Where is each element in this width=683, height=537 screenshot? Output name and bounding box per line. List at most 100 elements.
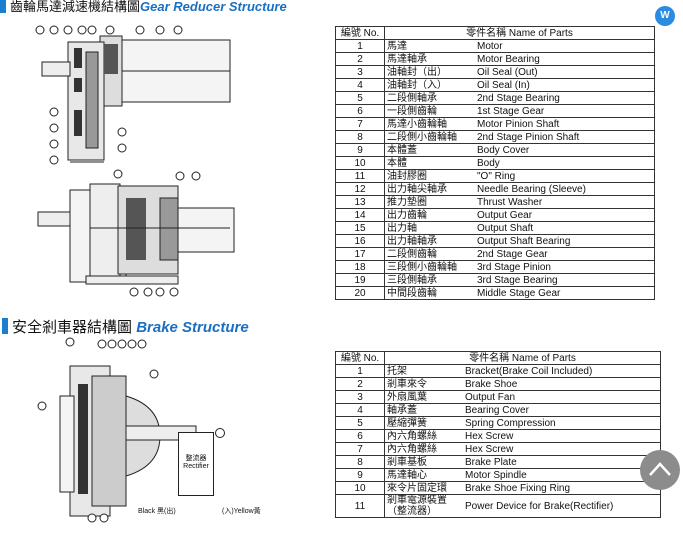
part-number: 12 [335, 182, 385, 196]
part-name-zh: 壓縮彈簧 [384, 416, 463, 430]
part-name-zh: 來令片固定環 [384, 481, 463, 495]
part-number: 18 [335, 260, 385, 274]
gear-title-en: Gear Reducer Structure [140, 0, 287, 14]
gear-diagram-side-svg [37, 169, 235, 297]
part-name-en: Spring Compression [463, 416, 661, 430]
part-name-zh: 二段側小齒輪軸 [384, 130, 475, 144]
part-name-zh: 軸承蓋 [384, 403, 463, 417]
part-name-zh: 出力齒輪 [384, 208, 475, 222]
gear-reducer-diagram-top [30, 22, 265, 172]
part-name-zh: 推力墊圈 [384, 195, 475, 209]
part-name-zh: 油軸封（出） [384, 65, 475, 79]
brake-diagram-svg [37, 337, 197, 523]
part-number: 5 [335, 416, 385, 430]
part-number: 4 [335, 78, 385, 92]
brake-title-zh: 安全剎車器結構圖 [12, 319, 133, 336]
document-icon[interactable]: W [655, 6, 675, 26]
wire-yellow-label: (入)Yellow黃 [222, 508, 261, 515]
part-number: 4 [335, 403, 385, 417]
part-name-zh: 馬達軸承 [384, 52, 475, 66]
part-number: 5 [335, 91, 385, 105]
part-name-en: Bearing Cover [463, 403, 661, 417]
scroll-to-top-button[interactable] [640, 450, 680, 490]
part-name-en: Power Device for Brake(Rectifier) [463, 494, 661, 518]
part-number: 17 [335, 247, 385, 261]
part-number: 1 [335, 364, 385, 378]
part-name-en: Motor Pinion Shaft [475, 117, 655, 131]
part-number: 3 [335, 65, 385, 79]
part-name-zh: 剎車基板 [384, 455, 463, 469]
part-name-en: Oil Seal (Out) [475, 65, 655, 79]
part-name-en: Motor Bearing [475, 52, 655, 66]
part-name-zh: 二段側軸承 [384, 91, 475, 105]
part-number: 6 [335, 429, 385, 443]
part-number: 15 [335, 221, 385, 235]
part-name-en: Hex Screw [463, 429, 661, 443]
part-number: 13 [335, 195, 385, 209]
part-name-en: Output Gear [475, 208, 655, 222]
part-name-en: Motor [475, 39, 655, 53]
part-name-en: Middle Stage Gear [475, 286, 655, 300]
part-number: 10 [335, 156, 385, 170]
part-name-en: Body Cover [475, 143, 655, 157]
part-name-zh: 本體 [384, 156, 475, 170]
part-name-en: Output Shaft Bearing [475, 234, 655, 248]
wire-black-label: Black 黑(出) [138, 508, 176, 515]
part-number: 6 [335, 104, 385, 118]
part-number: 19 [335, 273, 385, 287]
part-number: 20 [335, 286, 385, 300]
part-name-en: Brake Shoe [463, 377, 661, 391]
part-name-en: Brake Plate [463, 455, 661, 469]
header-no: 編號 No. [335, 26, 385, 40]
part-name-en: Output Shaft [475, 221, 655, 235]
part-name-zh: 中間段齒輪 [384, 286, 475, 300]
part-name-zh: 三段側軸承 [384, 273, 475, 287]
part-number: 9 [335, 468, 385, 482]
part-number: 2 [335, 52, 385, 66]
part-number: 16 [335, 234, 385, 248]
part-name-en: Needle Bearing (Sleeve) [475, 182, 655, 196]
gear-title-zh: 齒輪馬達減速機結構圖 [10, 0, 141, 14]
brake-title-en: Brake Structure [136, 319, 249, 336]
part-name-zh: 剎車電源裝置（整流器） [384, 494, 463, 518]
part-name-en: Output Fan [463, 390, 661, 404]
part-name-zh: 馬達小齒輪軸 [384, 117, 475, 131]
part-name-zh: 三段側小齒輪軸 [384, 260, 475, 274]
title-accent-bar [2, 318, 8, 334]
part-name-zh: 出力軸尖軸承 [384, 182, 475, 196]
part-name-en: 1st Stage Gear [475, 104, 655, 118]
table-header-row: 編號 No. 零件名稱 Name of Parts [335, 351, 661, 365]
part-number: 11 [335, 169, 385, 183]
brake-section-title: 安全剎車器結構圖 Brake Structure [2, 316, 249, 337]
rectifier-box: 整流器 Rectifier [178, 432, 214, 496]
header-name: 零件名稱 Name of Parts [384, 26, 655, 40]
part-name-en: 2nd Stage Pinion Shaft [475, 130, 655, 144]
gear-section-title: 齒輪馬達減速機結構圖Gear Reducer Structure [0, 0, 287, 15]
chevron-up-icon [649, 462, 671, 476]
part-number: 9 [335, 143, 385, 157]
part-name-en: 2nd Stage Bearing [475, 91, 655, 105]
rectifier-balloon [215, 428, 225, 438]
